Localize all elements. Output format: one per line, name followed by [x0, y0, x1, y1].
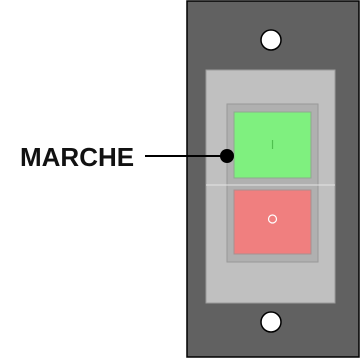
- bottom-mounting-hole: [260, 311, 282, 333]
- stop-button[interactable]: [233, 189, 312, 255]
- callout-leader-dot: [220, 149, 234, 163]
- start-button-symbol: I: [271, 138, 275, 152]
- callout-label: MARCHE: [20, 142, 134, 172]
- stop-button-symbol-ring: [267, 214, 278, 224]
- start-button[interactable]: [233, 111, 312, 179]
- top-mounting-hole: [260, 29, 282, 51]
